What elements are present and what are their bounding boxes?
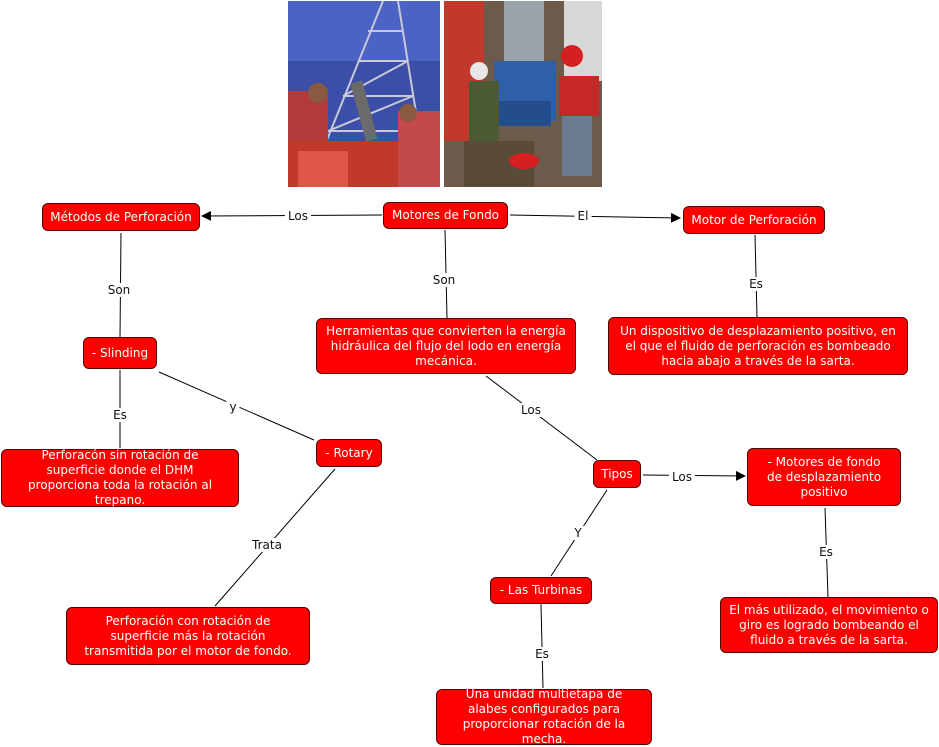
- node-las-turbinas[interactable]: - Las Turbinas: [490, 577, 592, 604]
- link-label: Es: [816, 545, 836, 559]
- node-perforacion-con-rotacion[interactable]: Perforación con rotación de superficie m…: [66, 607, 310, 665]
- drilling-rig-photo: [288, 1, 440, 187]
- link-label: Son: [104, 283, 134, 297]
- node-dispositivo[interactable]: Un dispositivo de desplazamiento positiv…: [608, 317, 908, 375]
- link-es-unidad: [540, 603, 544, 689]
- link-label: Es: [746, 277, 766, 291]
- link-label: El: [574, 209, 592, 223]
- node-motores-de-fondo[interactable]: Motores de Fondo: [383, 202, 508, 229]
- node-rotary[interactable]: - Rotary: [316, 439, 382, 467]
- link-label: y: [226, 400, 240, 414]
- node-tipos[interactable]: Tipos: [593, 460, 641, 488]
- node-slinding[interactable]: - Slinding: [83, 337, 157, 369]
- link-label: Los: [284, 209, 312, 223]
- link-es-dispositivo: [754, 234, 758, 318]
- node-herramientas[interactable]: Herramientas que convierten la energía h…: [316, 318, 576, 374]
- link-label: Es: [532, 647, 552, 661]
- link-label: Son: [429, 273, 459, 287]
- node-unidad-multietapa[interactable]: Una unidad multietapa de alabes configur…: [436, 687, 652, 746]
- link-label: Es: [110, 408, 130, 422]
- link-label: Los: [668, 470, 696, 484]
- link-trata-perforacion: [214, 468, 336, 607]
- link-label: Trata: [249, 538, 285, 552]
- link-label: Los: [517, 403, 545, 417]
- drill-floor-photo: [444, 1, 602, 187]
- link-el-motor: [509, 212, 681, 223]
- node-mas-utilizado[interactable]: El más utilizado, el movimiento o giro e…: [720, 597, 938, 653]
- node-motores-desplazamiento-positivo[interactable]: - Motores de fondo de desplazamiento pos…: [747, 448, 901, 506]
- link-los-tipos: [485, 375, 598, 461]
- node-metodos-de-perforacion[interactable]: Métodos de Perforación: [42, 203, 200, 231]
- node-perforacon-sin-rotacion[interactable]: Perforacón sin rotación de superficie do…: [1, 448, 239, 507]
- node-motor-de-perforacion[interactable]: Motor de Perforación: [683, 206, 825, 234]
- link-label: Y: [571, 526, 585, 540]
